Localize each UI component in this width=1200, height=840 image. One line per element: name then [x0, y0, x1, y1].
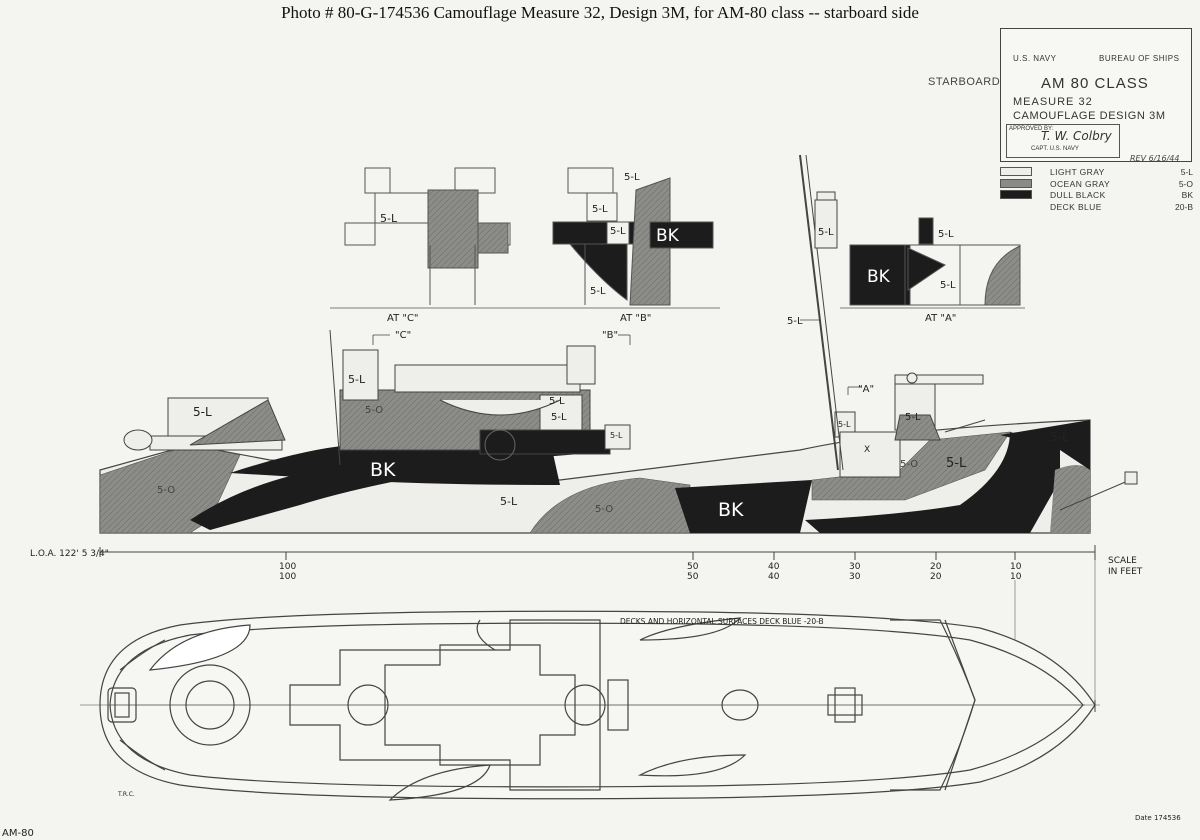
legend-name: OCEAN GRAY [1050, 179, 1111, 189]
scale-label: IN FEET [1108, 567, 1143, 577]
legend-code: 20-B [1175, 202, 1193, 212]
code-bk: BK [656, 226, 680, 246]
code-5l: 5-L [590, 286, 606, 297]
legend-code: BK [1181, 190, 1193, 200]
paint-legend: LIGHT GRAY 5-L OCEAN GRAY 5-O DULL BLACK… [1000, 165, 1195, 215]
scale-tick-label: 50 [687, 572, 699, 582]
code-5l: 5-L [940, 280, 956, 291]
code-5l: 5-L [500, 495, 518, 508]
code-5l: 5-L [193, 405, 212, 419]
code-5l: 5-L [610, 226, 626, 237]
title-block: U.S. NAVY BUREAU OF SHIPS AM 80 CLASS ME… [1000, 28, 1192, 162]
scale-tick-label: 100 [279, 562, 296, 572]
scale-bar [99, 545, 1096, 700]
code-5l: 5-L [838, 420, 851, 429]
bureau-label: BUREAU OF SHIPS [1099, 54, 1180, 63]
legend-code: 5-L [1180, 167, 1193, 177]
ship-class-title: AM 80 CLASS [1041, 75, 1149, 92]
scale-tick-label: 40 [768, 562, 780, 572]
scale-tick-label: 50 [687, 562, 699, 572]
measure-label: MEASURE 32 [1013, 96, 1093, 108]
section-label-a: AT "A" [925, 313, 956, 324]
scale-tick-label: 30 [849, 572, 861, 582]
signer-title: CAPT. U.S. NAVY [1031, 146, 1079, 152]
code-5l: 5-L [592, 204, 608, 215]
scale-tick-label: 20 [930, 562, 942, 572]
code-bk: BK [867, 267, 891, 287]
section-at-a [849, 217, 1021, 306]
scale-tick-label: 30 [849, 562, 861, 572]
section-markers [372, 319, 862, 395]
code-5l: 5-L [549, 396, 565, 407]
legend-swatch-dull-black [1000, 190, 1032, 199]
section-label-c: AT "C" [387, 313, 419, 324]
code-5o: 5-O [157, 485, 175, 496]
legend-name: DECK BLUE [1050, 202, 1102, 212]
code-5o: 5-O [900, 459, 918, 470]
code-5l: 5-L [946, 456, 967, 471]
superstructure-profile [123, 154, 1138, 511]
navy-label: U.S. NAVY [1013, 54, 1057, 63]
code-5l: 5-L [787, 316, 803, 327]
side-label: STARBOARD [928, 76, 1001, 88]
code-5o: 5-O [365, 405, 383, 416]
code-5o: 5-O [595, 504, 613, 515]
legend-code: 5-O [1178, 179, 1193, 189]
drafter-initials: T.R.C. [117, 791, 135, 798]
code-5l: 5-L [1050, 430, 1069, 444]
corner-tag: AM-80 [2, 828, 34, 839]
deck-plan [80, 610, 1100, 801]
code-5l: 5-L [610, 431, 623, 440]
legend-swatch-light-gray [1000, 167, 1032, 176]
section-marker-a: "A" [858, 384, 874, 395]
section-at-b [552, 167, 714, 306]
scale-label: SCALE [1108, 556, 1137, 566]
code-bk: BK [370, 459, 396, 481]
scale-tick-label: 40 [768, 572, 780, 582]
revision-note: REV 6/16/44 [1130, 154, 1180, 163]
code-5l: 5-L [624, 172, 640, 183]
section-marker-b: "B" [602, 330, 618, 341]
legend-swatch-ocean-gray [1000, 179, 1032, 188]
scale-tick-label: 10 [1010, 572, 1022, 582]
code-5l: 5-L [380, 212, 398, 225]
approval-box [1006, 124, 1120, 158]
code-bk: BK [718, 499, 744, 521]
section-at-c [344, 167, 511, 305]
photo-caption: Photo # 80-G-174536 Camouflage Measure 3… [281, 3, 919, 22]
deck-note: DECKS AND HORIZONTAL SURFACES DECK BLUE … [620, 617, 824, 626]
code-5l: 5-L [551, 412, 567, 423]
signature: T. W. Colbry [1041, 129, 1112, 143]
photo-stamp: Date 174536 [1135, 814, 1181, 822]
legend-name: DULL BLACK [1050, 190, 1106, 200]
section-label-b: AT "B" [620, 313, 651, 324]
code-5l: 5-L [818, 227, 834, 238]
approved-label: APPROVED BY: [1009, 126, 1054, 132]
scale-tick-label: 10 [1010, 562, 1022, 572]
scale-tick-label: 100 [279, 572, 296, 582]
legend-name: LIGHT GRAY [1050, 167, 1105, 177]
code-5l: 5-L [905, 412, 921, 423]
scale-tick-label: 20 [930, 572, 942, 582]
code-x: X [864, 445, 870, 455]
code-5l: 5-L [348, 373, 366, 386]
loa-label: L.O.A. 122' 5 3/4" [30, 549, 109, 559]
design-label: CAMOUFLAGE DESIGN 3M [1013, 110, 1166, 122]
code-5l: 5-L [938, 229, 954, 240]
section-marker-c: "C" [395, 330, 411, 341]
